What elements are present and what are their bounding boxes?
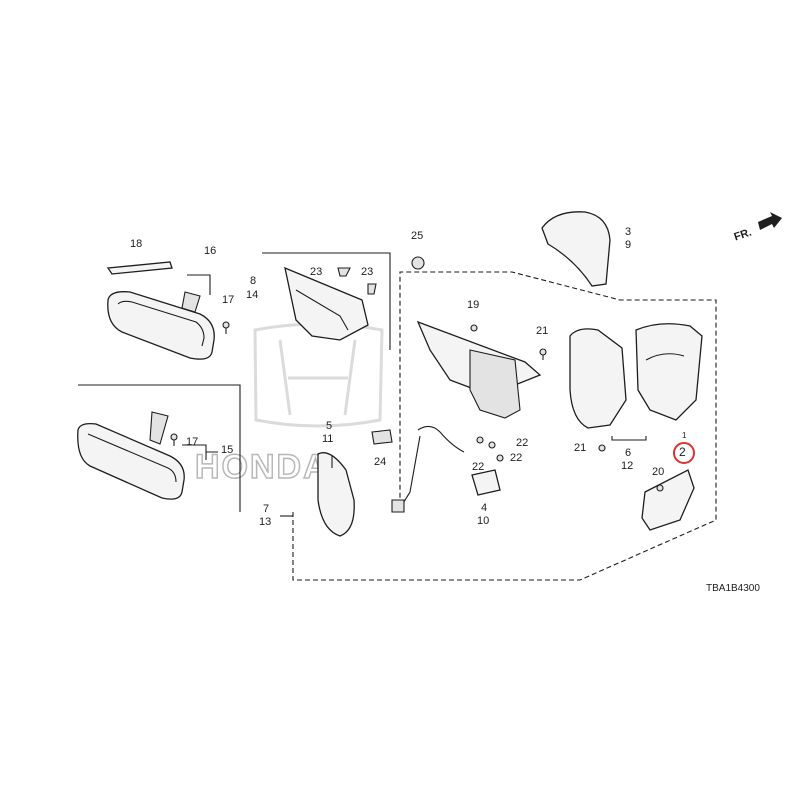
- part-18-cover: [106, 261, 173, 275]
- label-16: 16: [204, 245, 217, 257]
- part-25-grommet: [411, 256, 425, 270]
- part-19-screw: [470, 324, 478, 332]
- assembly-boundary-dashed: [292, 271, 717, 581]
- label-7: 7: [263, 503, 270, 515]
- label-3: 3: [625, 226, 632, 238]
- label-21a: 21: [536, 325, 549, 337]
- honda-wordmark-watermark: HONDA: [195, 448, 330, 486]
- label-5: 5: [326, 420, 333, 432]
- label-8: 8: [250, 275, 257, 287]
- honda-logo-watermark: [253, 322, 384, 428]
- diagram-code: TBA1B4300: [706, 583, 760, 594]
- wire-harness: [401, 425, 465, 506]
- part-23a-clip: [337, 267, 351, 277]
- label-4: 4: [481, 502, 488, 514]
- part-2-turn-signal: [641, 469, 695, 531]
- label-6: 6: [625, 447, 632, 459]
- leader-16: [187, 274, 211, 295]
- bracket-lines-left: [78, 384, 241, 512]
- label-1: 1: [682, 431, 687, 440]
- part-22-screws: [476, 436, 504, 462]
- label-2: 2: [679, 445, 686, 459]
- part-4-bracket: [471, 469, 501, 496]
- mirror-base-assembly: [416, 320, 542, 419]
- label-19: 19: [467, 299, 480, 311]
- label-24: 24: [374, 456, 387, 468]
- label-18: 18: [130, 238, 143, 250]
- part-17a-screw: [222, 321, 230, 334]
- part-16-inside-mirror: [107, 291, 215, 360]
- label-15: 15: [221, 444, 234, 456]
- part-21b-screw: [598, 444, 606, 452]
- label-21b: 21: [574, 442, 587, 454]
- leader-15: [182, 444, 218, 460]
- part-3-skull-cap: [541, 211, 611, 287]
- bracket-inset-box: [262, 252, 391, 350]
- part-8-inner-cover: [284, 266, 369, 341]
- part-5-mirror-glass: [317, 452, 355, 537]
- highlight-circle-part-2: [673, 442, 695, 464]
- label-17a: 17: [222, 294, 235, 306]
- harness-connector: [391, 499, 405, 513]
- label-22c: 22: [472, 461, 485, 473]
- part-15-inside-mirror: [77, 411, 185, 500]
- label-22b: 22: [510, 452, 523, 464]
- part-23b-clip: [367, 283, 377, 295]
- label-14: 14: [246, 289, 259, 301]
- label-23a: 23: [310, 266, 323, 278]
- label-17b: 17: [186, 436, 199, 448]
- part-20-screw: [656, 484, 664, 492]
- front-direction-arrow: [758, 212, 782, 230]
- label-23b: 23: [361, 266, 374, 278]
- part-6-mirror-housing: [569, 323, 703, 429]
- label-9: 9: [625, 239, 632, 251]
- leader-6-12: [611, 436, 647, 441]
- label-22a: 22: [516, 437, 529, 449]
- label-20: 20: [652, 466, 665, 478]
- part-21a-screw: [539, 348, 547, 360]
- label-25: 25: [411, 230, 424, 242]
- label-10: 10: [477, 515, 490, 527]
- label-13: 13: [259, 516, 272, 528]
- label-12: 12: [621, 460, 634, 472]
- label-11: 11: [322, 433, 334, 445]
- part-17b-screw: [170, 433, 178, 446]
- part-24-clip: [371, 429, 393, 445]
